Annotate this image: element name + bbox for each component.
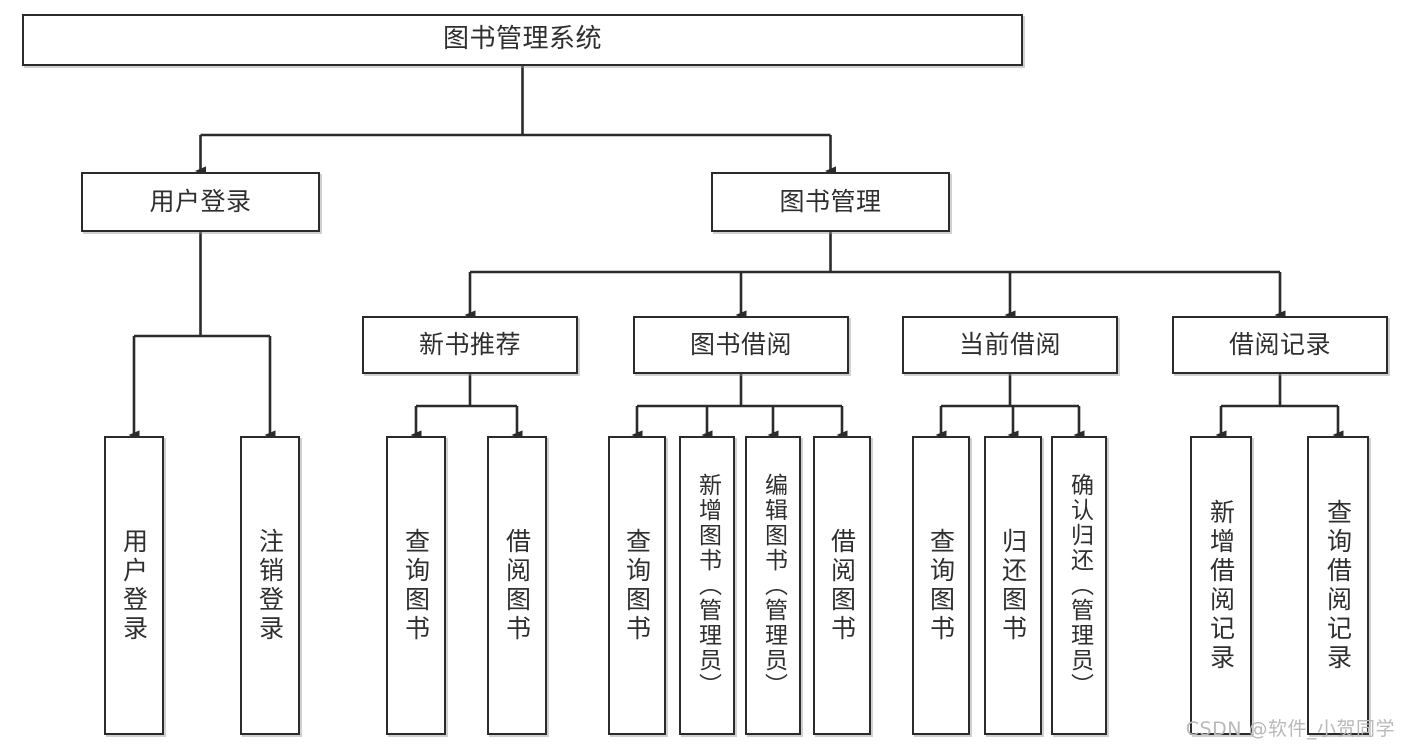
node-label-leaf-rec-query: 查询图书	[401, 527, 431, 644]
node-leaf-br-query[interactable]: 查询借阅记录	[1307, 436, 1369, 735]
node-leaf-user-login[interactable]: 用户登录	[104, 436, 164, 735]
node-leaf-bb-add[interactable]: 新增图书（管理员）	[679, 436, 735, 735]
node-leaf-bb-query[interactable]: 查询图书	[608, 436, 666, 735]
node-label-user-login: 用户登录	[149, 187, 252, 216]
node-book-manage[interactable]: 图书管理	[711, 172, 950, 232]
node-leaf-br-add[interactable]: 新增借阅记录	[1190, 436, 1252, 735]
node-root[interactable]: 图书管理系统	[22, 14, 1023, 66]
node-label-book-borrow: 图书借阅	[689, 330, 792, 359]
node-label-leaf-cb-query: 查询图书	[926, 527, 956, 644]
node-borrow-record[interactable]: 借阅记录	[1172, 316, 1388, 374]
node-leaf-cb-query[interactable]: 查询图书	[912, 436, 970, 735]
node-leaf-bb-edit[interactable]: 编辑图书（管理员）	[745, 436, 801, 735]
node-label-leaf-br-add: 新增借阅记录	[1206, 498, 1236, 673]
node-label-root: 图书管理系统	[442, 24, 602, 55]
node-label-leaf-bb-add: 新增图书（管理员）	[694, 473, 721, 698]
node-label-leaf-user-logout: 注销登录	[255, 527, 285, 644]
node-current-borrow[interactable]: 当前借阅	[902, 316, 1118, 374]
node-label-borrow-record: 借阅记录	[1228, 330, 1331, 359]
node-leaf-bb-borrow[interactable]: 借阅图书	[813, 436, 871, 735]
node-label-current-borrow: 当前借阅	[958, 330, 1061, 359]
node-leaf-rec-borrow[interactable]: 借阅图书	[487, 436, 547, 735]
node-label-book-manage: 图书管理	[779, 187, 882, 216]
node-label-leaf-bb-edit: 编辑图书（管理员）	[760, 473, 787, 698]
node-leaf-cb-confirm[interactable]: 确认归还（管理员）	[1051, 436, 1107, 735]
node-label-leaf-cb-return: 归还图书	[998, 527, 1028, 644]
node-label-leaf-bb-query: 查询图书	[622, 527, 652, 644]
node-label-new-book-rec: 新书推荐	[418, 330, 521, 359]
node-leaf-rec-query[interactable]: 查询图书	[386, 436, 446, 735]
node-leaf-cb-return[interactable]: 归还图书	[984, 436, 1042, 735]
node-label-leaf-user-login: 用户登录	[119, 527, 149, 644]
node-label-leaf-bb-borrow: 借阅图书	[827, 527, 857, 644]
node-label-leaf-br-query: 查询借阅记录	[1323, 498, 1353, 673]
node-label-leaf-cb-confirm: 确认归还（管理员）	[1066, 473, 1093, 698]
node-label-leaf-rec-borrow: 借阅图书	[502, 527, 532, 644]
node-book-borrow[interactable]: 图书借阅	[633, 316, 849, 374]
node-leaf-user-logout[interactable]: 注销登录	[240, 436, 300, 735]
node-user-login[interactable]: 用户登录	[81, 172, 320, 232]
node-new-book-rec[interactable]: 新书推荐	[362, 316, 578, 374]
